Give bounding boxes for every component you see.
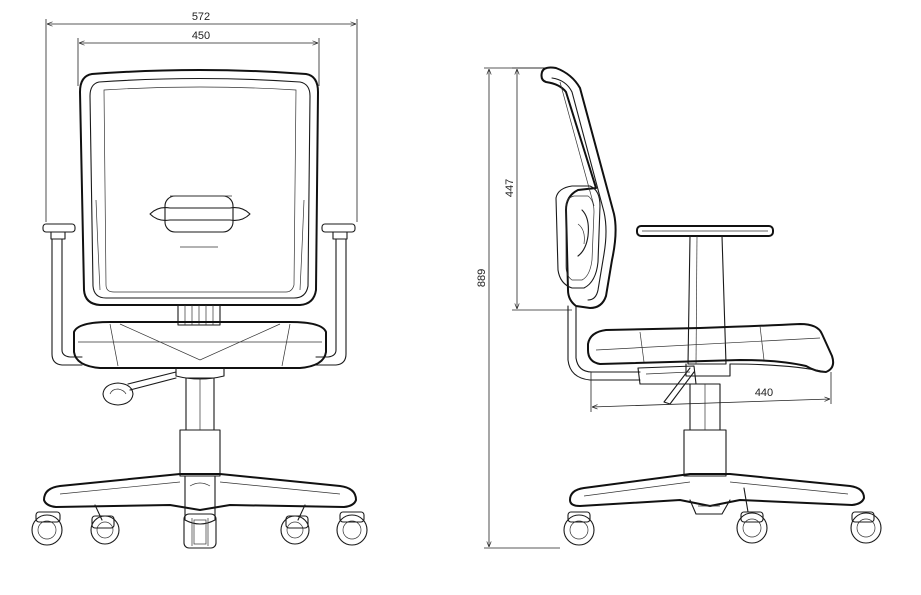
dimension-label-450: 450 bbox=[192, 30, 210, 42]
dimension-label-440: 440 bbox=[755, 387, 773, 399]
front-view: 572 450 bbox=[31, 11, 368, 549]
side-backrest bbox=[540, 66, 617, 309]
front-star-base bbox=[43, 473, 357, 525]
side-caster-2 bbox=[736, 511, 768, 544]
dimension-label-447: 447 bbox=[504, 179, 516, 197]
side-back-bar bbox=[567, 305, 641, 381]
side-casters bbox=[563, 511, 882, 546]
dimension-overall-width: 572 bbox=[45, 11, 358, 222]
caster-3 bbox=[183, 513, 217, 549]
front-backrest bbox=[79, 69, 319, 326]
side-gas-cylinder bbox=[683, 383, 727, 477]
lumbar-adjuster bbox=[149, 195, 251, 248]
front-gas-cylinder bbox=[179, 377, 221, 477]
side-mechanism bbox=[637, 365, 697, 405]
dimension-label-572: 572 bbox=[192, 11, 210, 23]
dimension-label-889: 889 bbox=[476, 269, 488, 287]
side-armrest bbox=[636, 225, 774, 377]
caster-1 bbox=[31, 511, 63, 546]
side-star-base bbox=[569, 473, 865, 515]
side-caster-1 bbox=[563, 511, 595, 546]
dimension-seat-depth: 440 bbox=[590, 372, 832, 412]
caster-5 bbox=[336, 511, 368, 546]
front-seat bbox=[73, 321, 327, 380]
front-armrest-right bbox=[315, 223, 356, 366]
dimension-backrest-height: 447 bbox=[504, 67, 572, 311]
front-armrest-left bbox=[42, 223, 83, 366]
front-casters bbox=[31, 511, 368, 549]
dimension-seat-width: 450 bbox=[77, 30, 320, 86]
height-adjust-lever bbox=[102, 371, 177, 406]
caster-2 bbox=[90, 515, 120, 545]
side-caster-3 bbox=[850, 511, 882, 544]
dimension-overall-height: 889 bbox=[476, 67, 560, 549]
caster-4 bbox=[280, 515, 310, 545]
side-seat bbox=[587, 323, 835, 373]
side-view: 889 447 bbox=[476, 66, 882, 549]
